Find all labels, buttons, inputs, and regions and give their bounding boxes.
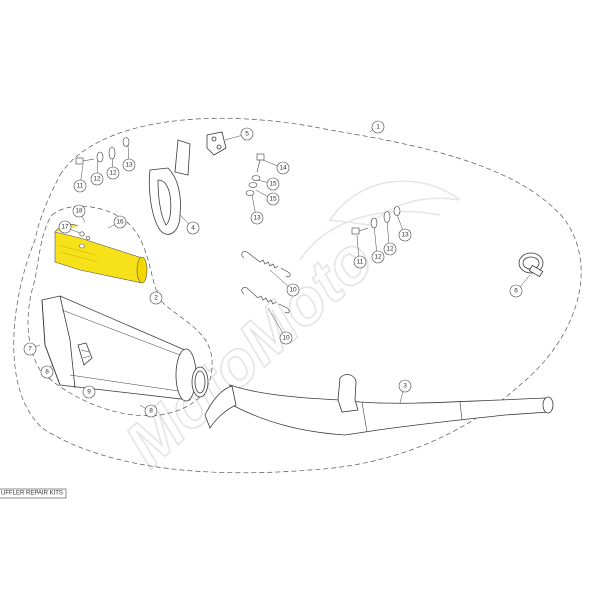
small-bracket bbox=[206, 131, 227, 156]
callout-14: 14 bbox=[276, 161, 290, 175]
callouts: 1 2 3 4 5 6 7 8 8 9 10 10 11 12 12 13 14… bbox=[23, 120, 523, 418]
svg-text:10: 10 bbox=[282, 335, 290, 342]
callout-4: 4 bbox=[186, 221, 200, 235]
svg-text:15: 15 bbox=[269, 181, 277, 188]
hose-clamp bbox=[518, 252, 544, 278]
svg-text:9: 9 bbox=[87, 389, 91, 396]
header-pipe bbox=[204, 374, 554, 436]
svg-text:12: 12 bbox=[374, 254, 382, 261]
screw-washer-17-18 bbox=[79, 231, 91, 241]
callout-5: 5 bbox=[240, 127, 254, 141]
callout-3: 3 bbox=[398, 379, 412, 393]
fasteners-left bbox=[75, 137, 130, 165]
callout-15b: 15 bbox=[266, 192, 280, 206]
callout-12b: 12 bbox=[106, 166, 120, 180]
svg-text:6: 6 bbox=[514, 288, 518, 295]
svg-text:7: 7 bbox=[28, 346, 32, 353]
svg-text:11: 11 bbox=[357, 259, 364, 266]
svg-text:3: 3 bbox=[403, 383, 407, 390]
callout-12c: 12 bbox=[371, 250, 385, 264]
svg-text:1: 1 bbox=[376, 124, 380, 131]
svg-text:12: 12 bbox=[386, 246, 394, 253]
svg-text:16: 16 bbox=[116, 219, 124, 226]
svg-text:11: 11 bbox=[77, 183, 84, 190]
footer-label-box: UFFLER REPAIR KITS bbox=[0, 488, 67, 499]
callout-17: 17 bbox=[58, 220, 72, 234]
callout-13c: 13 bbox=[398, 228, 412, 242]
svg-text:14: 14 bbox=[279, 165, 287, 172]
callout-8a: 8 bbox=[40, 365, 54, 379]
callout-6: 6 bbox=[509, 284, 523, 298]
svg-text:12: 12 bbox=[109, 170, 117, 177]
callout-8b: 8 bbox=[144, 404, 158, 418]
callout-12d: 12 bbox=[383, 242, 397, 256]
svg-text:13: 13 bbox=[125, 162, 133, 169]
callout-11b: 11 bbox=[353, 255, 367, 269]
svg-text:4: 4 bbox=[191, 225, 195, 232]
hanger-bracket bbox=[148, 139, 191, 235]
link-pipe-highlighted bbox=[54, 223, 148, 284]
callout-13a: 13 bbox=[122, 158, 136, 172]
callout-16: 16 bbox=[113, 215, 127, 229]
callout-2: 2 bbox=[149, 291, 163, 305]
muffler-boundary-outline bbox=[27, 205, 213, 417]
svg-text:15: 15 bbox=[269, 196, 277, 203]
callout-15a: 15 bbox=[266, 177, 280, 191]
svg-text:18: 18 bbox=[75, 208, 83, 215]
callout-11a: 11 bbox=[73, 179, 87, 193]
callout-10a: 10 bbox=[286, 283, 300, 297]
callout-1: 1 bbox=[371, 120, 385, 134]
footer-label: UFFLER REPAIR KITS bbox=[1, 491, 63, 497]
svg-text:8: 8 bbox=[149, 408, 153, 415]
muffler-body bbox=[41, 295, 209, 402]
fasteners-right bbox=[351, 206, 401, 235]
svg-text:17: 17 bbox=[61, 224, 69, 231]
springs bbox=[241, 251, 291, 314]
svg-text:12: 12 bbox=[93, 176, 101, 183]
svg-text:13: 13 bbox=[253, 215, 261, 222]
svg-text:5: 5 bbox=[245, 131, 249, 138]
svg-text:2: 2 bbox=[154, 295, 158, 302]
fasteners-mid bbox=[245, 153, 265, 196]
callout-13b: 13 bbox=[250, 211, 264, 225]
svg-text:10: 10 bbox=[289, 287, 297, 294]
callout-18: 18 bbox=[72, 204, 86, 218]
callout-7: 7 bbox=[23, 342, 37, 356]
callout-12a: 12 bbox=[90, 172, 104, 186]
callout-9: 9 bbox=[82, 385, 96, 399]
svg-text:8: 8 bbox=[45, 369, 49, 376]
callout-10b: 10 bbox=[279, 331, 293, 345]
svg-text:13: 13 bbox=[401, 232, 409, 239]
